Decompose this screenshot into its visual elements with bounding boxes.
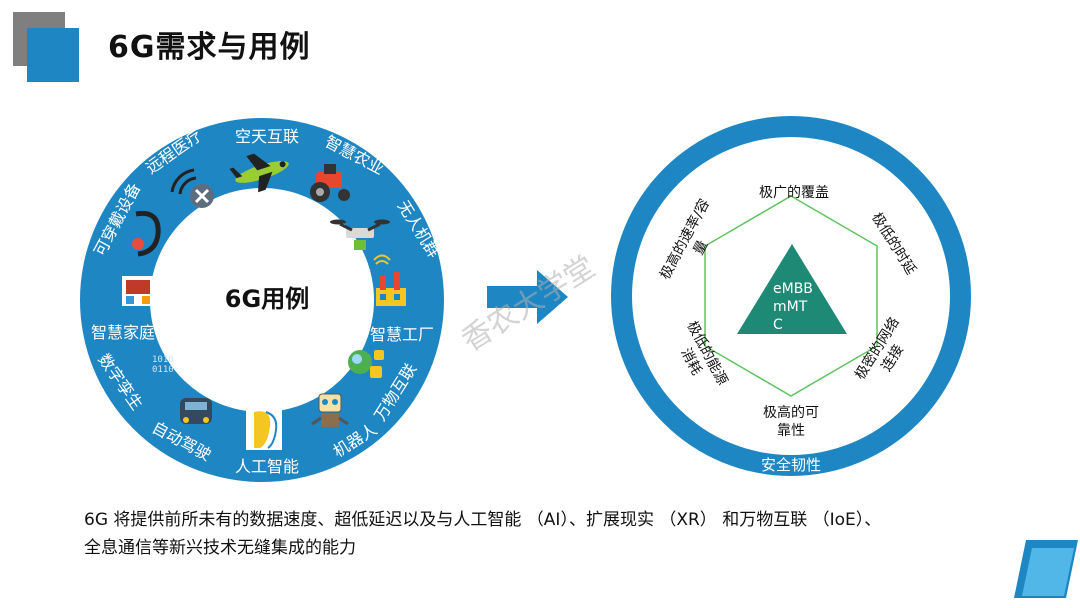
watermark: 香农大学堂 [456,250,602,359]
segment-label-space: 空天互联 [235,127,299,146]
ring-label-top: 连接未来 [759,2,823,23]
deco-front-parallelogram [1022,548,1074,596]
segment-label-factory: 智慧工厂 [370,325,434,344]
segment-label-ai: 人工智能 [235,457,299,476]
hex-label-top: 极广的覆盖 [759,185,829,201]
ring-label-bottom: 安全韧性 [761,456,821,474]
drone-icon [330,219,390,250]
smart-home-icon [122,276,154,306]
robot-icon [311,393,349,427]
globe-icon [348,350,384,378]
left-ring-inner [150,188,374,412]
triangle-dot: · [756,283,758,290]
svg-text:0110: 0110 [152,365,174,375]
caption-line-1: 6G 将提供前所未有的数据速度、超低延迟以及与人工智能 （AI）、扩展现实 （X… [84,510,882,530]
left-ring-center-label: 6G用例 [225,285,309,313]
segment-label-smart-home: 智慧家庭 [91,323,155,342]
medical-wifi-icon [170,168,214,208]
ring-label-left: 可持续性 [589,258,609,321]
binary-code-icon: 1010 0110 [152,355,174,375]
hex-label-bottom-line2: 靠性 [777,423,805,439]
corner-logo [13,12,79,82]
triangle-line-3: C [773,317,783,333]
right-ring: 连接未来 泛在智能 安全韧性 可持续性 极广的覆盖 极低的时延 极密的网络 连接… [589,2,993,476]
airplane-icon [229,153,289,193]
caption: 6G 将提供前所未有的数据速度、超低延迟以及与人工智能 （AI）、扩展现实 （X… [84,506,1044,562]
ai-face-icon [246,406,282,450]
vr-headset-icon [132,210,161,257]
svg-text:1010: 1010 [152,355,174,365]
capability-hexagon [704,195,878,397]
diagram-canvas: 6G用例 空天互联 智慧农业 无人机群 智慧工厂 万物互联 机器人 人工智能 自… [80,2,993,482]
hex-label-bottom-line1: 极高的可 [763,404,819,421]
tractor-icon [310,164,350,202]
caption-line-2: 全息通信等新兴技术无缝集成的能力 [84,538,356,558]
logo-front-square [27,28,79,82]
hex-label-top-left-line2: 量 [691,238,712,258]
watermark-text: 香农大学堂 [456,250,602,359]
usage-scenario-triangle [737,244,847,334]
triangle-line-1: eMBB [773,281,813,297]
left-ring: 6G用例 空天互联 智慧农业 无人机群 智慧工厂 万物互联 机器人 人工智能 自… [80,118,444,482]
car-icon [180,398,212,424]
page-title: 6G需求与用例 [108,30,311,65]
factory-icon [373,254,406,306]
right-arrow-icon [487,270,568,324]
corner-decoration [1014,540,1078,598]
triangle-line-2: mMT [773,299,808,315]
ring-label-right: 泛在智能 [973,258,993,321]
